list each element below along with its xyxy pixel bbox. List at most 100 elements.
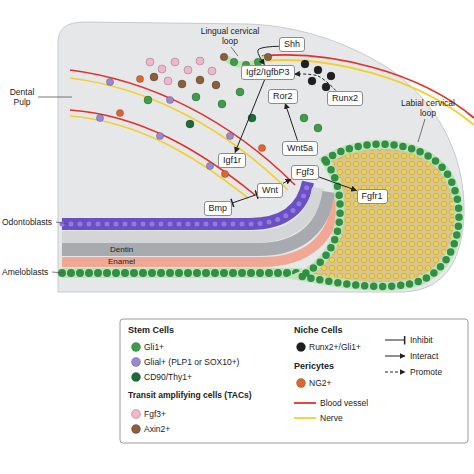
gene-label: Bmp xyxy=(209,203,228,214)
legend-text: Glial+ (PLP1 or SOX10+) xyxy=(144,357,239,368)
legend-text: Promote xyxy=(410,367,442,378)
gene-box: Igf2/IgfbP3 xyxy=(241,65,295,80)
gene-box: Fgfr1 xyxy=(357,189,388,204)
legend-samples xyxy=(132,340,406,434)
gene-label: Wnt5a xyxy=(287,143,313,154)
niche-cell xyxy=(308,77,316,85)
glial-cell xyxy=(166,96,173,103)
tac-cell xyxy=(196,57,204,65)
niche-cell xyxy=(301,60,309,68)
blood-vessel xyxy=(262,55,474,118)
stem-cell xyxy=(300,114,308,122)
tac-cell xyxy=(164,77,172,85)
legend-line-sample xyxy=(385,356,405,357)
niche-cell xyxy=(322,83,330,91)
legend-swatch xyxy=(132,425,141,434)
legend-swatch xyxy=(297,379,306,388)
glial-cell xyxy=(206,162,213,169)
signal-connector xyxy=(285,104,297,141)
part-label: Niche Cells xyxy=(294,325,343,335)
tac-cell xyxy=(196,76,204,84)
part-label: Labial cervical loop xyxy=(398,98,458,118)
legend-swatch xyxy=(132,410,141,419)
pericyte xyxy=(258,144,265,151)
tac-cell xyxy=(264,53,272,61)
part-label: Dentin xyxy=(110,245,133,255)
gene-box: Runx2 xyxy=(327,91,363,106)
pericyte xyxy=(136,75,143,82)
signal-connector xyxy=(283,179,291,183)
niche-cell xyxy=(314,66,322,74)
gene-label: Ror2 xyxy=(273,91,293,102)
part-label: Odontoblasts xyxy=(2,217,52,227)
stem-cell xyxy=(186,120,194,128)
ameloblast-layer xyxy=(62,268,302,278)
legend-text: Blood vessel xyxy=(320,398,368,409)
gene-label: Igf2/IgfbP3 xyxy=(246,67,290,78)
gene-box: Ror2 xyxy=(268,89,298,104)
stem-cell xyxy=(314,124,322,132)
legend-text: NG2+ xyxy=(309,378,331,389)
pericyte xyxy=(116,109,123,116)
tac-cell xyxy=(220,53,228,61)
signal-connector xyxy=(295,74,336,91)
stem-cell xyxy=(192,93,200,101)
legend-text: Runx2+/Gli1+ xyxy=(309,342,361,353)
nerve xyxy=(70,78,288,190)
epithelial-cells xyxy=(300,144,459,286)
gene-label: Runx2 xyxy=(332,93,358,104)
part-label: Enamel xyxy=(108,257,135,267)
legend-line-sample xyxy=(385,372,405,373)
legend-text: Inhibit xyxy=(410,335,433,346)
signal-connector xyxy=(258,46,279,64)
part-label: Ameloblasts xyxy=(2,267,48,277)
leader-line xyxy=(231,47,238,56)
tac-cell xyxy=(171,58,179,66)
niche-cell xyxy=(327,72,335,80)
gene-box: Fgf3 xyxy=(291,165,319,180)
gene-box: Wnt5a xyxy=(282,141,318,156)
legend-text: CD90/Thy1+ xyxy=(144,372,192,383)
legend-text: Axin2+ xyxy=(144,424,170,435)
legend-line-sample xyxy=(385,340,405,341)
part-label: Lingual cervical loop xyxy=(200,26,260,46)
pericyte xyxy=(221,170,228,177)
legend-swatch xyxy=(132,358,141,367)
stem-cell xyxy=(230,58,238,66)
tac-cell xyxy=(158,65,166,73)
glial-cell xyxy=(226,132,233,139)
leader-line xyxy=(38,97,72,98)
connector-group xyxy=(232,46,356,203)
gene-box: Wnt xyxy=(257,183,283,198)
gene-box: Shh xyxy=(279,37,305,52)
part-label: Transit amplifying cells (TACs) xyxy=(128,390,252,400)
tac-cell xyxy=(150,73,158,81)
stem-cell xyxy=(218,100,226,108)
legend-line-sample xyxy=(294,417,316,419)
legend-swatch xyxy=(132,373,141,382)
tac-cell xyxy=(178,80,186,88)
enamel-layer xyxy=(62,200,338,262)
signal-connector xyxy=(232,194,257,203)
gene-box: Bmp xyxy=(204,201,233,216)
legend-text: Interact xyxy=(410,351,438,362)
glial-cell xyxy=(96,114,103,121)
stem-cell xyxy=(236,88,244,96)
dentin-layer xyxy=(62,192,329,250)
glial-cell xyxy=(106,78,113,85)
legend-text: Gli1+ xyxy=(144,342,164,353)
gene-label: Fgf3 xyxy=(296,167,314,178)
leader-line xyxy=(56,222,68,224)
odontoblast-layer xyxy=(62,182,308,224)
legend-swatch xyxy=(297,343,306,352)
gene-box: Igf1r xyxy=(218,153,246,168)
gene-label: Shh xyxy=(284,39,300,50)
tac-cell xyxy=(146,58,154,66)
gene-label: Wnt xyxy=(262,185,278,196)
labial-cervical-loop xyxy=(300,144,459,286)
part-label: Dental Pulp xyxy=(2,87,42,107)
part-label: Stem Cells xyxy=(128,325,174,335)
